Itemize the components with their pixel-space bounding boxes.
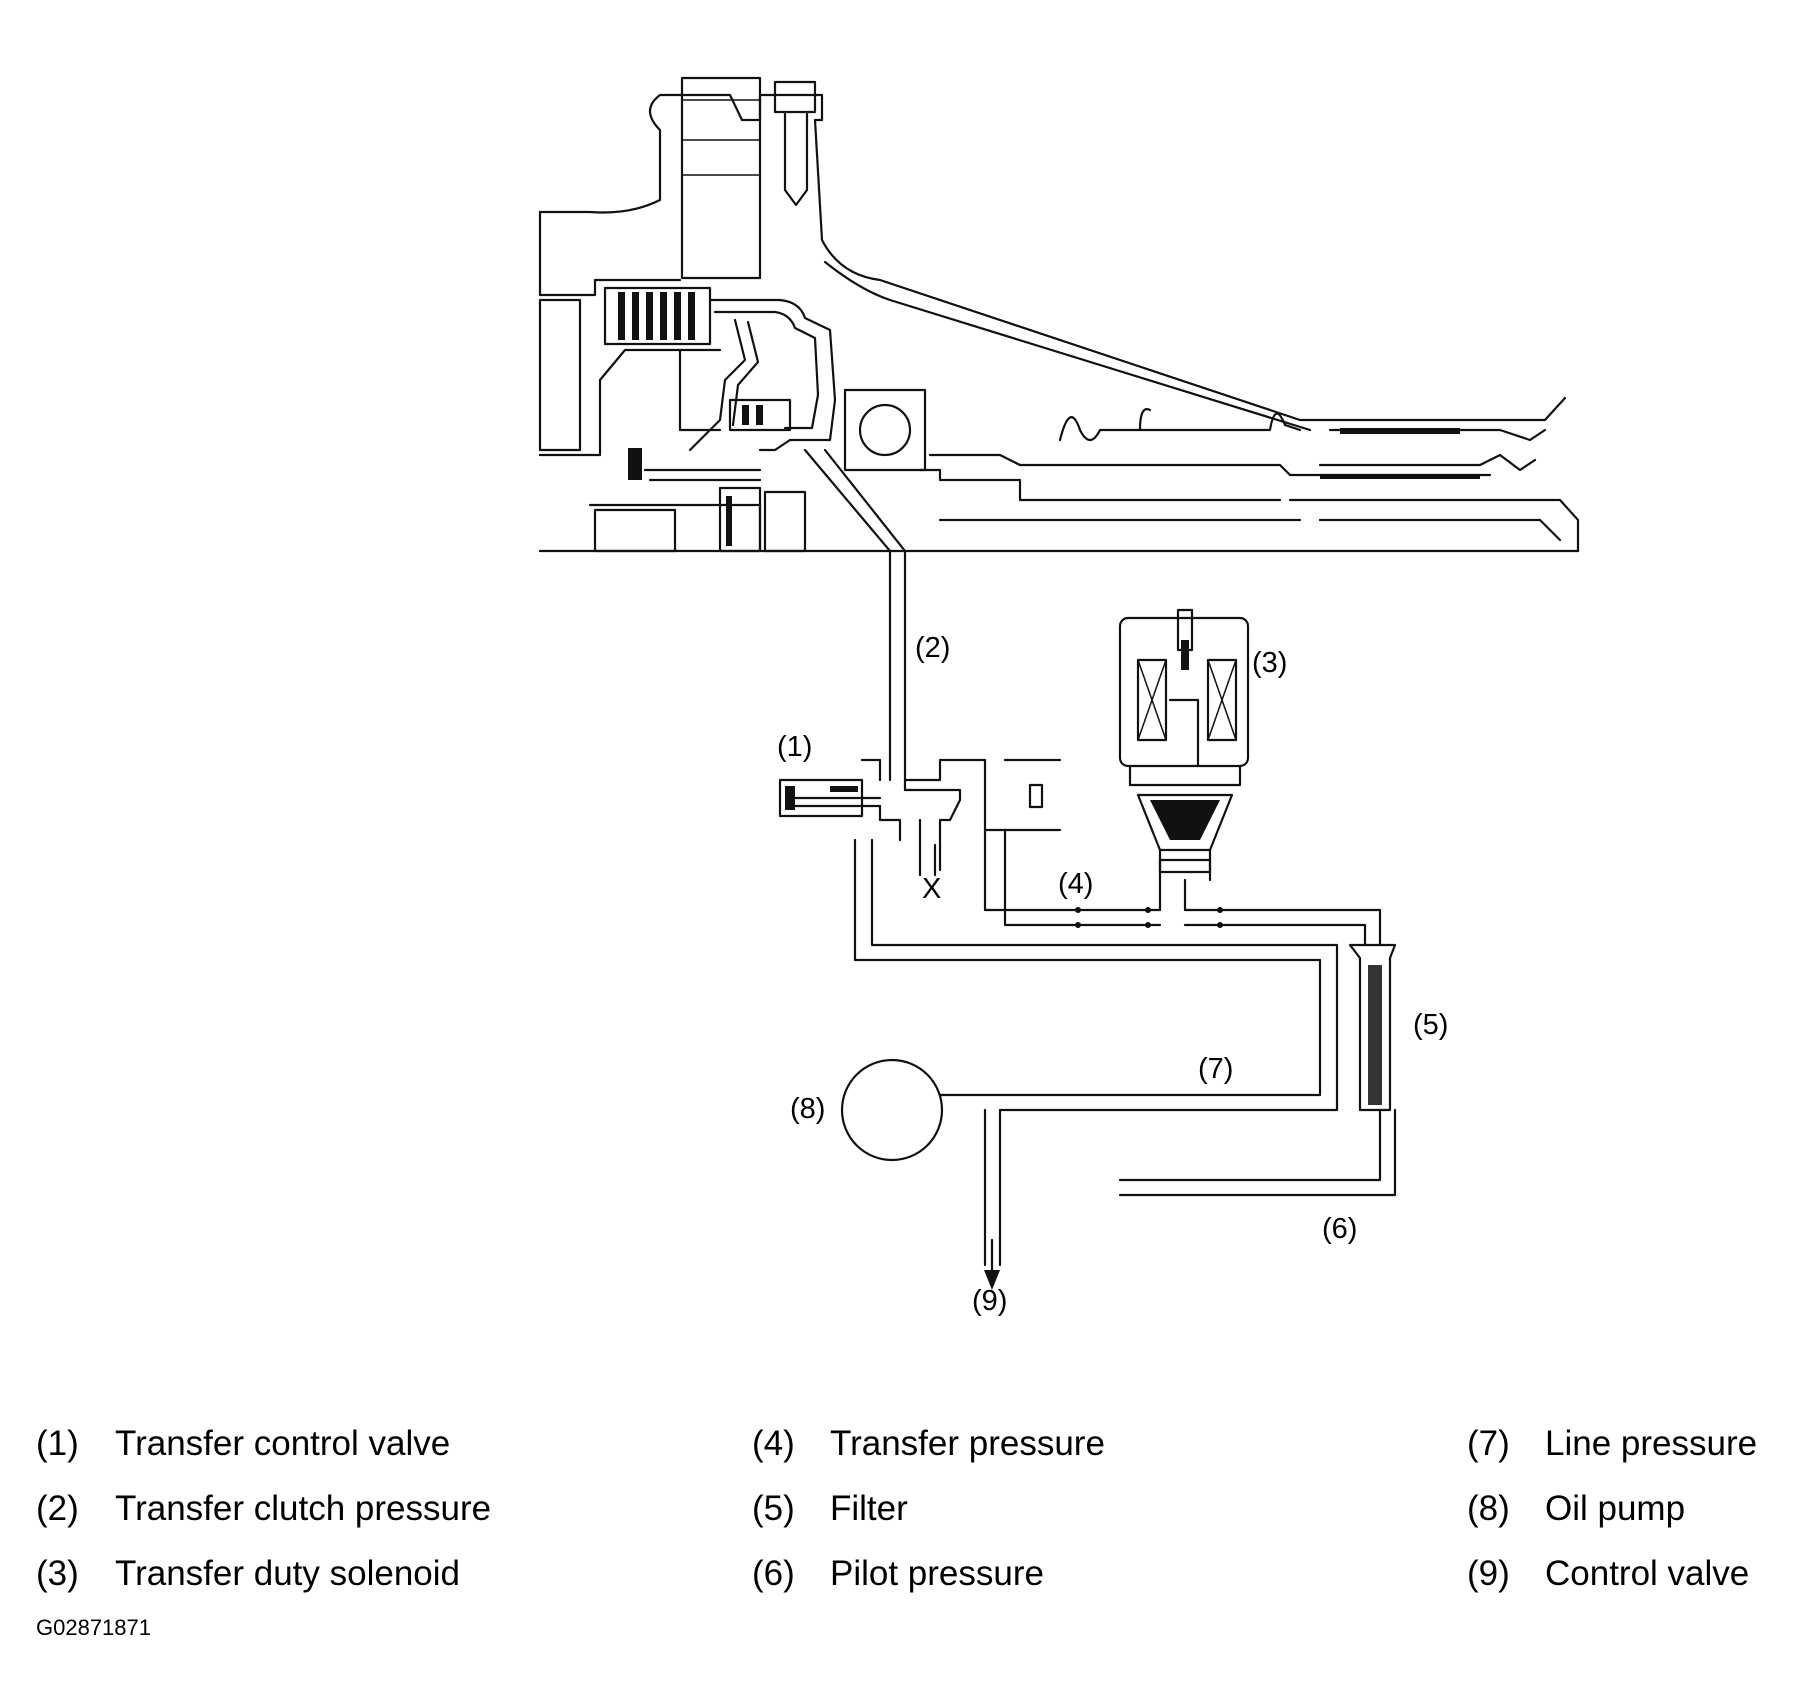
legend-num-7: (7) xyxy=(1467,1424,1510,1463)
legend-num-9: (9) xyxy=(1467,1554,1510,1593)
hydraulic-circuit xyxy=(778,549,1397,1290)
callout-labels: (1) (2) (3) (4) (5) (6) (7) (8) (9) X xyxy=(777,632,1448,1317)
transfer-duty-solenoid xyxy=(1118,608,1250,882)
callout-1: (1) xyxy=(777,731,812,763)
legend-text-4: Transfer pressure xyxy=(830,1424,1105,1463)
transfer-control-valve xyxy=(778,758,1062,877)
legend-text-1: Transfer control valve xyxy=(115,1424,450,1463)
legend-num-4: (4) xyxy=(752,1424,795,1463)
legend-num-1: (1) xyxy=(36,1424,79,1463)
legend: (1) Transfer control valve (2) Transfer … xyxy=(36,1424,1757,1593)
legend-num-8: (8) xyxy=(1467,1489,1510,1528)
legend-text-2: Transfer clutch pressure xyxy=(115,1489,491,1528)
callout-5: (5) xyxy=(1413,1009,1448,1041)
legend-text-8: Oil pump xyxy=(1545,1489,1685,1528)
legend-text-3: Transfer duty solenoid xyxy=(115,1554,460,1593)
callout-4: (4) xyxy=(1058,868,1093,900)
callout-9: (9) xyxy=(972,1285,1007,1317)
legend-num-3: (3) xyxy=(36,1554,79,1593)
oil-pump-symbol xyxy=(840,1058,944,1162)
callout-8: (8) xyxy=(790,1093,825,1125)
transfer-housing-section xyxy=(538,76,1580,553)
legend-text-6: Pilot pressure xyxy=(830,1554,1044,1593)
legend-text-9: Control valve xyxy=(1545,1554,1749,1593)
legend-num-6: (6) xyxy=(752,1554,795,1593)
legend-num-2: (2) xyxy=(36,1489,79,1528)
callout-3: (3) xyxy=(1252,647,1287,679)
callout-2: (2) xyxy=(915,632,950,664)
drain-x-label: X xyxy=(922,873,941,905)
callout-7: (7) xyxy=(1198,1053,1233,1085)
clutch-plates xyxy=(618,292,695,340)
legend-text-7: Line pressure xyxy=(1545,1424,1757,1463)
callout-6: (6) xyxy=(1322,1213,1357,1245)
legend-text-5: Filter xyxy=(830,1489,908,1528)
filter xyxy=(1348,943,1397,1112)
figure-code: G02871871 xyxy=(36,1615,151,1640)
legend-num-5: (5) xyxy=(752,1489,795,1528)
